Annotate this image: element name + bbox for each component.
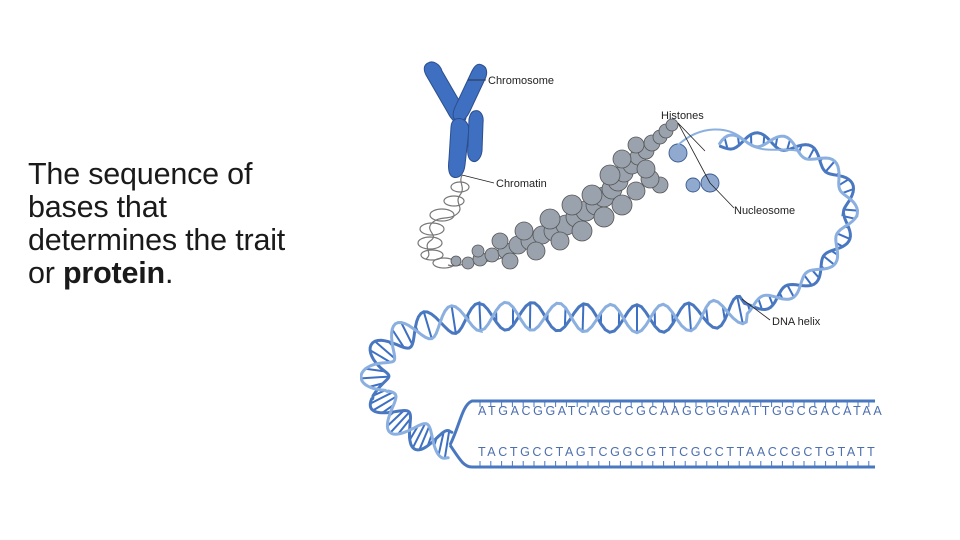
base-pair-rung	[397, 417, 412, 435]
nucleosome-bead	[665, 118, 679, 132]
nucleosome-bead	[626, 181, 646, 201]
base-pair-rung	[843, 215, 856, 220]
chromosome-shape	[423, 61, 488, 178]
helix-backbone-strand-a	[368, 131, 856, 452]
base-pair-rung	[803, 274, 813, 286]
histone-bead	[685, 177, 701, 193]
nucleosome-bead	[514, 221, 534, 241]
text-line-1: The sequence of	[28, 157, 253, 191]
base-pair-rung	[786, 139, 792, 151]
nucleosome-bead	[612, 149, 632, 169]
emphasis-word: protein	[63, 256, 165, 290]
base-pair-rung	[422, 311, 433, 339]
bottom-strand-backbone	[448, 444, 875, 469]
label-dna-helix: DNA helix	[772, 316, 821, 328]
dna-chromosome-diagram: Chromosome Histones Chromatin Nucleosome…	[360, 55, 890, 475]
text-line-4-prefix: or	[28, 256, 63, 290]
nucleosome-bead	[539, 208, 561, 230]
histone-bead	[668, 143, 688, 163]
base-pair-rung	[389, 411, 411, 434]
base-pair-rung	[687, 302, 692, 331]
nucleosome-bead	[484, 247, 500, 263]
nucleosome-bead	[627, 136, 645, 154]
base-pair-rung	[842, 188, 854, 195]
base-pair-rung	[478, 303, 482, 331]
slide-body-text: The sequence of bases that determines th…	[28, 158, 368, 290]
label-chromatin: Chromatin	[496, 178, 547, 190]
base-pair-rung	[736, 296, 744, 324]
nucleosome-bead	[450, 255, 462, 267]
nucleosome-bead	[599, 164, 621, 186]
nucleosome-bead	[471, 244, 485, 258]
base-pair-rung	[838, 178, 850, 187]
base-pair-rung	[361, 375, 389, 380]
nucleosome-bead	[593, 206, 615, 228]
base-pair-rung	[581, 303, 585, 332]
nucleosome-bead	[501, 252, 519, 270]
base-pair-rung	[443, 430, 451, 459]
base-pair-rung	[786, 284, 795, 298]
nucleosome-bead	[571, 220, 593, 242]
base-pair-rung	[723, 137, 729, 149]
sequence-bottom-strand: TACTGCCTAGTCGGCGTTCGCCTTAACCGCTGTATT	[478, 445, 877, 459]
base-pair-rung	[391, 328, 405, 349]
text-line-2: bases that	[28, 190, 167, 224]
top-strand-backbone	[448, 399, 875, 446]
base-pair-rung	[372, 395, 397, 412]
sequence-top-strand: ATGACGGATCAGCCGCAAGCGGAATTGGCGACATAA	[478, 404, 884, 418]
diagram-svg: Chromosome Histones Chromatin Nucleosome…	[360, 61, 884, 469]
label-histones: Histones	[661, 110, 704, 122]
dna-unzipped-strands	[448, 399, 875, 469]
label-nucleosome: Nucleosome	[734, 205, 795, 217]
nucleosome-beads	[450, 118, 720, 270]
nucleosome-bead	[561, 194, 583, 216]
nucleosome-bead	[461, 256, 475, 270]
linker-dna	[677, 128, 801, 152]
base-pair-rung	[365, 367, 386, 373]
base-pair-rung	[807, 147, 816, 160]
base-pair-rung	[824, 160, 836, 173]
nucleosome-bead	[611, 194, 633, 216]
base-pair-rung	[563, 307, 567, 327]
base-pair-rung	[437, 431, 445, 456]
base-pair-rung	[822, 255, 835, 266]
base-pair-rung	[843, 208, 858, 212]
nucleosome-bead	[636, 159, 656, 179]
base-pair-rung	[757, 298, 763, 310]
nucleosome-bead	[550, 231, 570, 251]
label-pointers	[461, 79, 771, 321]
nucleosome-bead	[526, 241, 546, 261]
dna-helix	[360, 128, 860, 460]
label-chromosome: Chromosome	[488, 75, 554, 87]
base-pair-rung	[450, 305, 457, 334]
text-line-4-suffix: .	[164, 256, 174, 290]
nucleosome-bead	[581, 184, 603, 206]
base-pair-rung	[400, 322, 414, 345]
nucleosome-bead	[491, 232, 509, 250]
text-line-4: or protein.	[28, 257, 368, 290]
helix-backbone-strand-b	[360, 133, 860, 460]
base-pair-rung	[374, 340, 396, 360]
base-pair-rung	[418, 426, 431, 451]
base-pair-rung	[369, 391, 394, 405]
base-pair-rung	[369, 349, 391, 364]
base-pair-rung	[386, 409, 405, 427]
base-pair-rung	[836, 232, 851, 240]
base-pair-rung	[412, 423, 426, 449]
text-line-3: determines the trait	[28, 223, 286, 257]
